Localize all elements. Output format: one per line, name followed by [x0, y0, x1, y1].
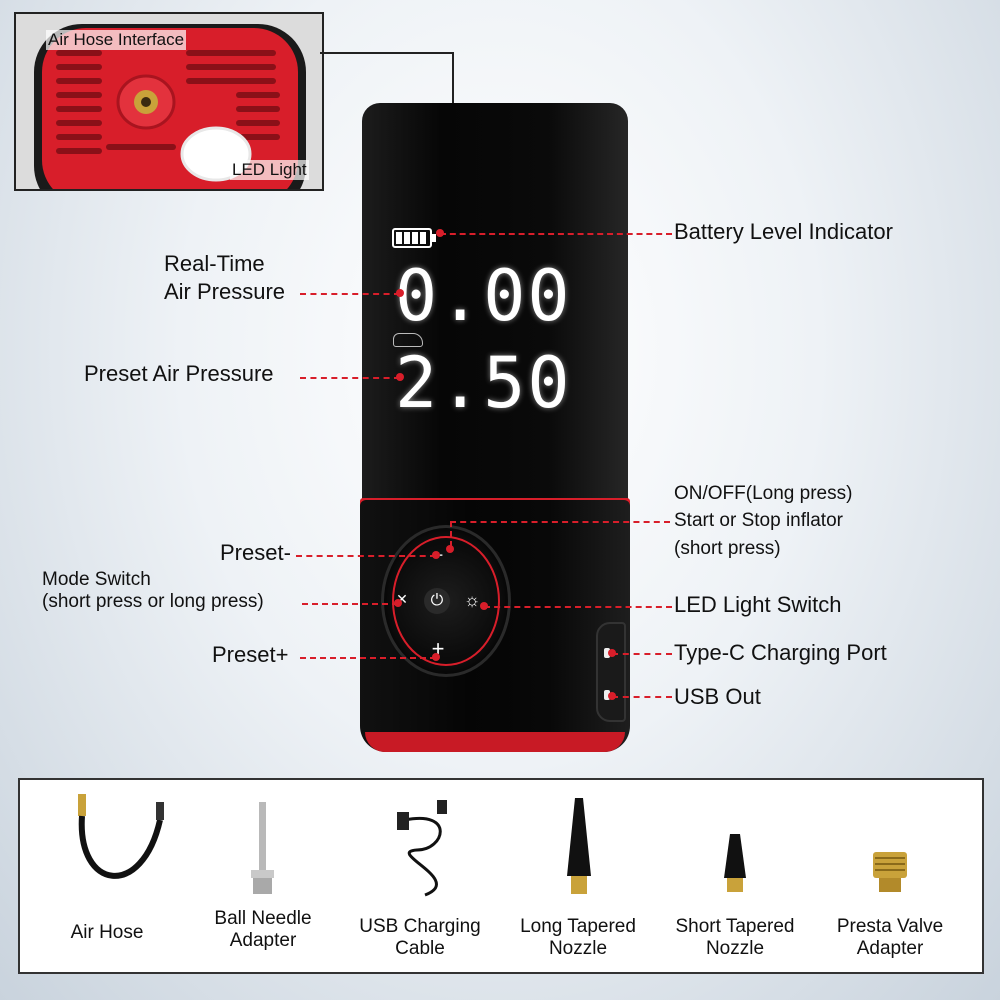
typec-leader-dot [608, 649, 616, 657]
battery-level-icon [392, 228, 436, 248]
typec-leader-line [612, 653, 672, 655]
preset-plus-leader-line [300, 657, 436, 659]
accessory-air-hose: Air Hose [32, 780, 182, 972]
realtime-pressure-readout: 0.00 [395, 255, 572, 337]
car-mode-icon [393, 333, 423, 347]
accessory-short-nozzle: Short Tapered Nozzle [660, 780, 810, 972]
usb-out-leader-line [612, 696, 672, 698]
mode-leader-dot [394, 599, 402, 607]
control-pad [381, 525, 511, 677]
short-nozzle-label-line1: Short Tapered [675, 916, 795, 937]
accessories-panel: Air Hose Ball Needle Adapter USB Chargin… [18, 778, 984, 974]
preset-pressure-leader-dot [396, 373, 404, 381]
long-nozzle-label-line2: Nozzle [548, 938, 608, 959]
accessory-usb-cable: USB Charging Cable [345, 780, 495, 972]
usb-out-port-icon [604, 690, 610, 700]
usb-out-leader-dot [608, 692, 616, 700]
inset-connector-vertical [452, 52, 454, 110]
usb-c-port-icon [604, 648, 610, 658]
port-cover[interactable] [596, 622, 626, 722]
preset-minus-callout: Preset- [220, 540, 291, 565]
ball-needle-label-line1: Ball Needle [214, 908, 312, 929]
preset-minus-leader-line [296, 555, 436, 557]
usb-cable-label-line2: Cable [395, 938, 445, 959]
mode-switch-button[interactable]: ✕ [396, 591, 408, 607]
onoff-callout-line3: (short press) [674, 538, 781, 559]
realtime-leader-dot [396, 289, 404, 297]
accessory-long-nozzle: Long Tapered Nozzle [503, 780, 653, 972]
long-tapered-nozzle-icon [567, 798, 591, 894]
short-tapered-nozzle-icon [724, 834, 746, 892]
ball-needle-icon [251, 802, 274, 894]
led-light-switch-button[interactable]: ☼ [463, 590, 481, 610]
air-hose-label: Air Hose [70, 922, 144, 943]
usb-cable-label-line1: USB Charging [359, 916, 481, 937]
onoff-leader-dot [446, 545, 454, 553]
presta-adapter-label-line1: Presta Valve [836, 916, 944, 937]
led-switch-leader-line [484, 606, 672, 608]
preset-plus-callout: Preset+ [212, 642, 289, 667]
mode-switch-callout-line1: Mode Switch [42, 569, 151, 590]
presta-adapter-label-line2: Adapter [856, 938, 924, 959]
battery-leader-line [440, 233, 672, 235]
presta-valve-adapter-icon [873, 852, 907, 892]
accessory-presta-adapter: Presta Valve Adapter [815, 780, 965, 972]
onoff-leader-vertical [450, 521, 452, 547]
usb-out-callout: USB Out [674, 684, 761, 709]
long-nozzle-label-line1: Long Tapered [520, 916, 636, 937]
usb-cable-icon [397, 800, 447, 897]
onoff-callout-line1: ON/OFF(Long press) [674, 483, 853, 504]
inflator-display-housing [362, 103, 628, 503]
realtime-callout-line2: Air Pressure [164, 279, 286, 304]
led-switch-leader-dot [480, 602, 488, 610]
preset-pressure-callout: Preset Air Pressure [84, 361, 274, 386]
preset-pressure-readout: 2.50 [395, 342, 572, 424]
battery-leader-dot [436, 229, 444, 237]
mode-leader-line [302, 603, 398, 605]
preset-plus-leader-dot [432, 653, 440, 661]
ball-needle-label-line2: Adapter [229, 930, 297, 951]
short-nozzle-label-line2: Nozzle [705, 938, 765, 959]
onoff-callout-line2: Start or Stop inflator [674, 510, 843, 531]
preset-pressure-leader-line [300, 377, 400, 379]
onoff-leader-line [450, 521, 670, 523]
red-base-foot [365, 732, 625, 752]
air-hose-interface-inset: Air Hose Interface LED Light [14, 12, 324, 191]
led-switch-callout: LED Light Switch [674, 592, 842, 617]
air-hose-interface-label: Air Hose Interface [46, 30, 187, 50]
inset-connector-horizontal [320, 52, 454, 54]
realtime-leader-line [300, 293, 400, 295]
air-hose-icon [78, 794, 164, 879]
battery-level-callout: Battery Level Indicator [674, 219, 893, 244]
realtime-callout-line1: Real-Time [164, 251, 265, 276]
led-light-label: LED Light [230, 160, 309, 180]
preset-minus-leader-dot [432, 551, 440, 559]
typec-callout: Type-C Charging Port [674, 640, 887, 665]
accessory-ball-needle: Ball Needle Adapter [188, 780, 338, 972]
mode-switch-callout-line2: (short press or long press) [42, 591, 264, 612]
power-button[interactable]: ⏻ [424, 588, 450, 614]
